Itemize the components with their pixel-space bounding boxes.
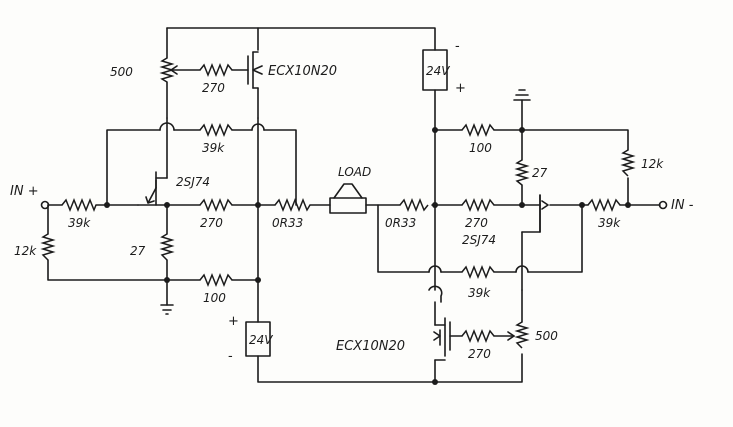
ground-left <box>160 304 174 315</box>
sign-plus-top-right: + <box>455 81 466 96</box>
sign-minus-bottom-left: - <box>228 349 233 364</box>
battery-top-right <box>422 49 448 91</box>
resistor-100-right <box>461 122 495 138</box>
label-270-gate-left: 270 <box>202 81 225 95</box>
ground-right <box>513 89 531 101</box>
label-batt-top-right: 24V <box>426 64 450 78</box>
resistor-270-gate-left <box>199 62 233 78</box>
battery-bottom-left <box>245 321 271 357</box>
label-39k-in-left: 39k <box>68 216 91 230</box>
label-12k-left: 12k <box>14 244 37 258</box>
label-12k-right: 12k <box>641 157 664 171</box>
resistor-270-gate-right <box>461 328 495 344</box>
label-100-right: 100 <box>469 141 492 155</box>
mosfet-bottom <box>433 317 451 361</box>
label-39k-in-right: 39k <box>598 216 621 230</box>
label-500-left: 500 <box>110 65 133 79</box>
polarity-signs: - + + - <box>228 39 466 364</box>
resistor-0r33-right <box>399 197 429 213</box>
label-0r33-left: 0R33 <box>272 216 303 230</box>
label-100-left: 100 <box>203 291 226 305</box>
input-terminals <box>40 200 668 210</box>
label-mosfet-top: ECX10N20 <box>268 64 337 79</box>
resistor-12k-right <box>620 149 636 177</box>
labels: IN + IN - LOAD 39k 12k 27 500 270 ECX10N… <box>10 64 694 361</box>
label-27-left: 27 <box>130 244 146 258</box>
label-batt-bottom-left: 24V <box>249 333 273 347</box>
label-270-gate-right: 270 <box>468 347 491 361</box>
resistor-39k-top <box>199 122 233 138</box>
jfet-left <box>145 171 157 204</box>
label-in-minus: IN - <box>671 198 694 213</box>
sign-plus-bottom-left: + <box>228 314 239 329</box>
label-jfet-right: 2SJ74 <box>462 233 496 247</box>
label-mosfet-bottom: ECX10N20 <box>336 339 405 354</box>
label-39k-top: 39k <box>202 141 225 155</box>
label-load: LOAD <box>338 165 371 179</box>
sign-minus-top-right: - <box>455 39 460 54</box>
mosfet-top <box>247 51 263 89</box>
label-270-mid-left: 270 <box>200 216 223 230</box>
pot-wipers <box>170 65 515 341</box>
label-in-plus: IN + <box>10 184 39 199</box>
label-jfet-left: 2SJ74 <box>176 175 210 189</box>
jfet-right <box>539 194 549 233</box>
label-500-right: 500 <box>535 329 558 343</box>
resistor-27-right <box>514 159 530 186</box>
label-0r33-right: 0R33 <box>385 216 416 230</box>
resistor-270-mid-left <box>199 197 233 213</box>
load-speaker <box>329 183 367 214</box>
wires <box>47 27 661 383</box>
label-270-mid-right: 270 <box>465 216 488 230</box>
resistors <box>40 57 636 349</box>
resistor-270-mid-right <box>461 197 495 213</box>
junction-dots <box>104 127 631 385</box>
resistor-0r33-left <box>274 197 311 213</box>
resistor-39k-in-right <box>587 197 621 213</box>
resistor-39k-bottom <box>461 264 495 280</box>
label-27-right: 27 <box>532 166 548 180</box>
resistor-100-left <box>199 272 233 288</box>
resistor-12k-left <box>40 233 56 261</box>
resistor-39k-in-left <box>61 197 97 213</box>
resistor-27-left <box>159 233 175 261</box>
label-39k-bottom: 39k <box>468 286 491 300</box>
resistor-500-right <box>514 321 530 349</box>
